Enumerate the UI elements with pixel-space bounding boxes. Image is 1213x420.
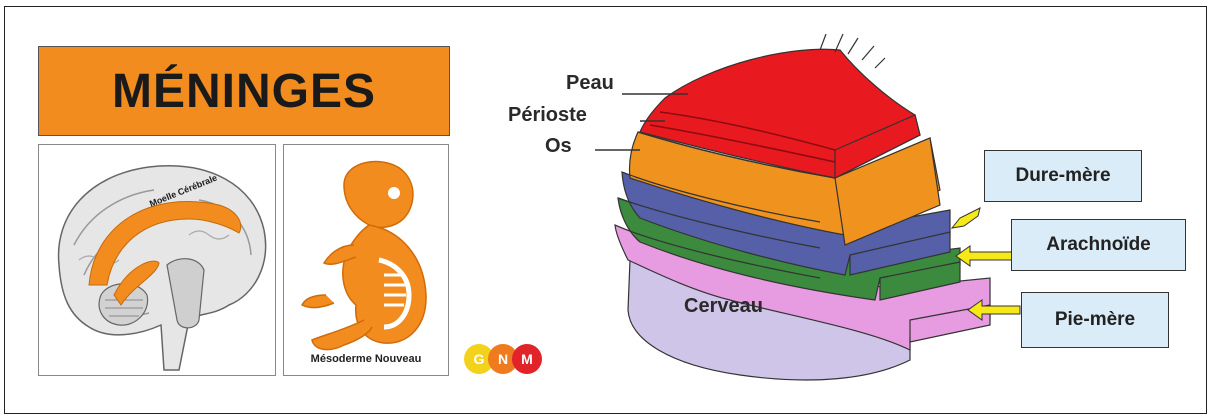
title-banner: MÉNINGES	[38, 46, 450, 136]
embryo-caption: Mésoderme Nouveau	[284, 353, 448, 365]
callout-dure-mere: Dure-mère	[984, 150, 1142, 202]
page-title: MÉNINGES	[112, 64, 376, 119]
embryo-panel: Mésoderme Nouveau	[283, 144, 449, 376]
brain-panel: Moelle Cérébrale	[38, 144, 276, 376]
embryo-illustration	[284, 145, 450, 377]
label-cerveau: Cerveau	[684, 295, 763, 318]
dure-mere-arrow	[952, 208, 980, 228]
label-peau: Peau	[566, 72, 614, 95]
label-perioste: Périoste	[508, 104, 587, 127]
callout-pie-mere: Pie-mère	[1021, 292, 1169, 348]
label-os: Os	[545, 135, 572, 158]
callout-arachnoide: Arachnoïde	[1011, 219, 1186, 271]
brain-illustration: Moelle Cérébrale	[39, 145, 277, 377]
